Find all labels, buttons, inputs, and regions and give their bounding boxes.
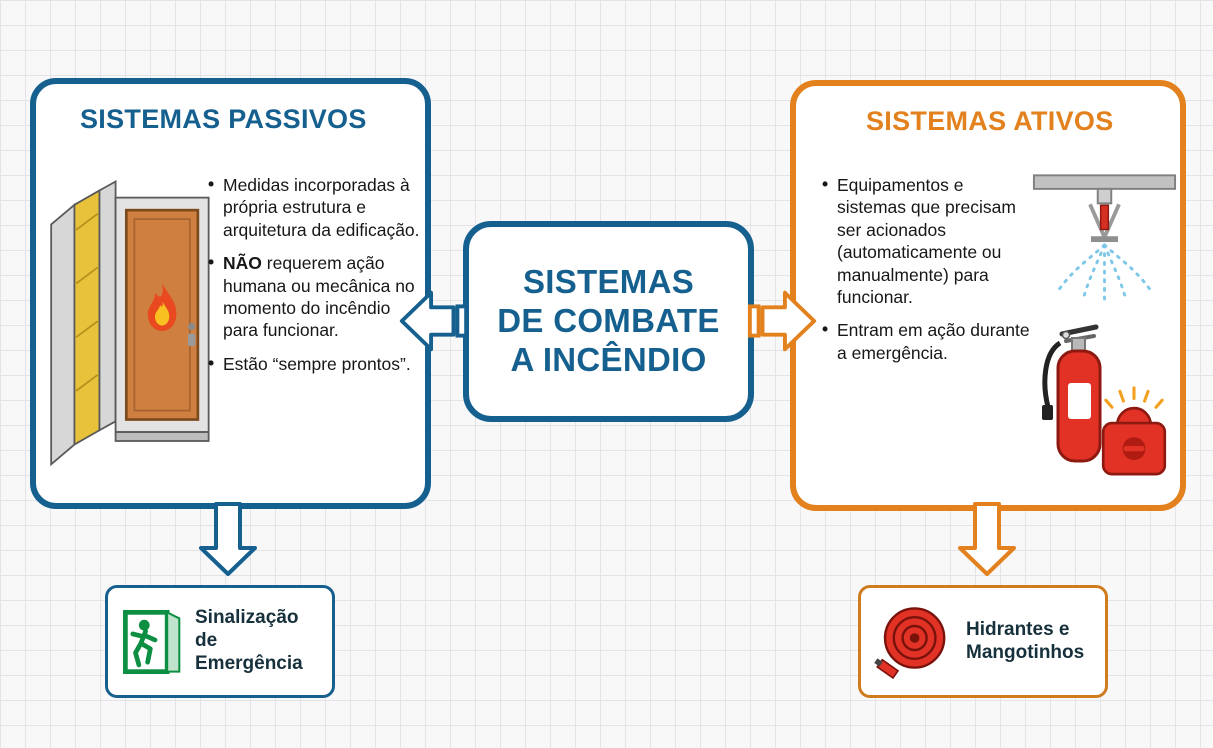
passive-bullet-list: Medidas incorporadas à própria estrutura… xyxy=(208,173,430,386)
hydrants-label: Hidrantes e Mangotinhos xyxy=(966,618,1085,663)
active-systems-title: SISTEMAS ATIVOS xyxy=(866,106,1114,136)
passive-bullet-3: Estão “sempre prontos”. xyxy=(208,352,430,375)
arrow-left-icon xyxy=(398,283,470,359)
emergency-signage-box: Sinalização de Emergência xyxy=(105,585,335,698)
fire-hose-icon xyxy=(873,601,953,683)
hydrants-box: Hidrantes e Mangotinhos xyxy=(858,585,1108,698)
central-title-line-3: A INCÊNDIO xyxy=(510,340,707,378)
central-title-panel: SISTEMAS DE COMBATE A INCÊNDIO xyxy=(463,221,754,422)
fire-door-illustration xyxy=(44,156,214,488)
sprinkler-icon xyxy=(1032,164,1177,322)
active-bullet-2: Entram em ação durante a emergência. xyxy=(822,318,1034,364)
emergency-exit-icon xyxy=(120,604,182,680)
passive-systems-title: SISTEMAS PASSIVOS xyxy=(80,104,367,134)
fire-alarm-icon xyxy=(1090,380,1178,482)
arrow-down-left-icon xyxy=(198,500,258,578)
arrow-down-right-icon xyxy=(957,500,1017,578)
fire-extinguisher-icon xyxy=(1036,308,1116,478)
passive-systems-panel: SISTEMAS PASSIVOS xyxy=(30,78,431,509)
arrow-right-icon xyxy=(746,283,818,359)
passive-bullet-1: Medidas incorporadas à própria estrutura… xyxy=(208,173,430,241)
central-title-line-2: DE COMBATE xyxy=(497,302,720,340)
active-bullet-1: Equipamentos e sistemas que precisam ser… xyxy=(822,173,1034,308)
active-systems-panel: SISTEMAS ATIVOS Equipamentos e sistemas … xyxy=(790,80,1186,511)
active-bullet-list: Equipamentos e sistemas que precisam ser… xyxy=(822,173,1034,375)
emergency-signage-label: Sinalização de Emergência xyxy=(195,607,303,674)
passive-bullet-2: NÃO requerem ação humana ou mecânica no … xyxy=(208,251,430,342)
central-title-line-1: SISTEMAS xyxy=(522,263,695,301)
